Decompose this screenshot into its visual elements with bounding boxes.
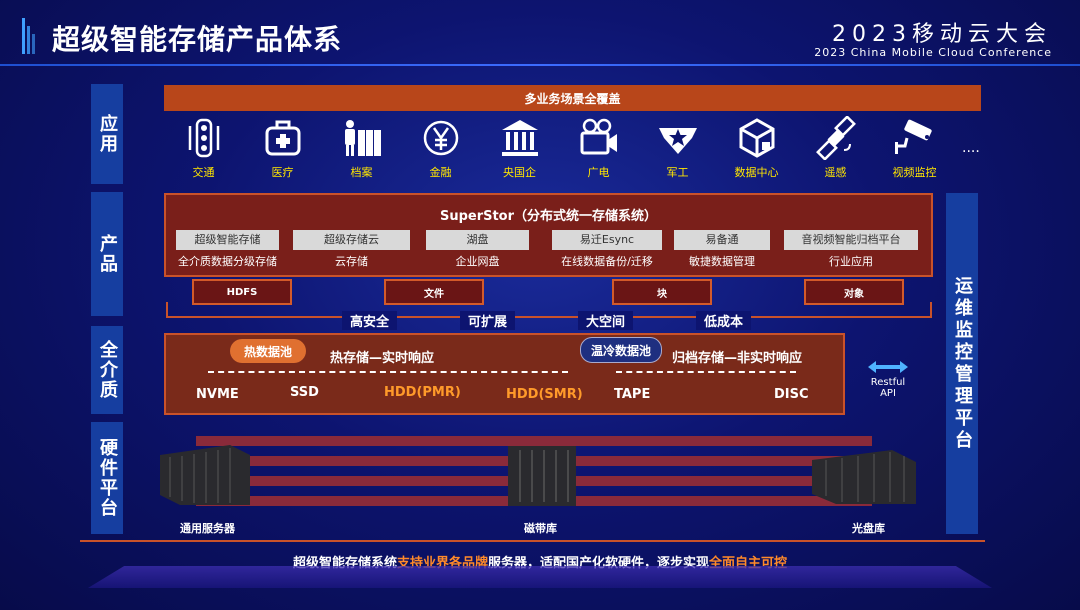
media-box: 热数据池 热存储—实时响应 温冷数据池 归档存储—非实时响应 NVME SSD … bbox=[164, 333, 845, 415]
app-banner: 多业务场景全覆盖 bbox=[164, 85, 981, 111]
product-item: 易备通敏捷数据管理 bbox=[674, 230, 770, 269]
yen-icon bbox=[423, 120, 458, 156]
page-title: 超级智能存储产品体系 bbox=[52, 23, 343, 56]
hw-label-disc: 光盘库 bbox=[852, 522, 885, 535]
restful-api: Restful API bbox=[866, 360, 910, 399]
disc-library-icon bbox=[812, 450, 916, 504]
product-item: 湖盘企业网盘 bbox=[426, 230, 529, 269]
archive-icon bbox=[344, 120, 381, 156]
server-rack-icon bbox=[160, 445, 250, 505]
feature-capacity: 大空间 bbox=[578, 311, 634, 330]
military-badge-icon bbox=[658, 128, 697, 154]
protocol-hdfs: HDFS bbox=[192, 279, 292, 305]
media-nvme: NVME bbox=[196, 387, 239, 402]
hw-label-server: 通用服务器 bbox=[180, 522, 235, 535]
traffic-light-icon bbox=[188, 118, 219, 158]
layer-label-app: 应用 bbox=[91, 84, 123, 184]
cold-tier-line bbox=[616, 371, 796, 373]
product-item: 超级智能存储全介质数据分级存储 bbox=[176, 230, 279, 269]
app-item-surveillance: 视频监控 bbox=[875, 116, 954, 186]
app-item-archive: 档案 bbox=[322, 116, 401, 186]
feature-scalable: 可扩展 bbox=[460, 311, 516, 330]
product-item: 音视频智能归档平台行业应用 bbox=[784, 230, 918, 269]
app-item-remote-sensing: 遥感 bbox=[796, 116, 875, 186]
cctv-icon bbox=[894, 119, 932, 154]
app-item-soe: 央国企 bbox=[480, 116, 559, 186]
more-apps: .... bbox=[962, 140, 980, 156]
product-item: 超级存储云云存储 bbox=[293, 230, 410, 269]
cube-icon bbox=[739, 118, 774, 158]
conference-title: 2023移动云大会 bbox=[832, 22, 1052, 47]
superstor-box: SuperStor（分布式统一存储系统） 超级智能存储全介质数据分级存储 超级存… bbox=[164, 193, 933, 277]
media-ssd: SSD bbox=[290, 385, 319, 400]
footer-divider bbox=[80, 540, 985, 542]
hot-storage-desc: 热存储—实时响应 bbox=[330, 351, 435, 366]
hw-stripe bbox=[196, 436, 872, 446]
base-platform bbox=[88, 566, 992, 588]
title-accent-icon bbox=[22, 18, 35, 54]
hot-tier-line bbox=[208, 371, 568, 373]
app-item-military: 军工 bbox=[638, 116, 717, 186]
hw-label-tape: 磁带库 bbox=[524, 522, 557, 535]
cold-storage-desc: 归档存储—非实时响应 bbox=[672, 351, 803, 366]
header-divider bbox=[0, 64, 1080, 66]
medical-kit-icon bbox=[265, 120, 300, 156]
satellite-icon bbox=[815, 116, 856, 160]
app-item-datacenter: 数据中心 bbox=[717, 116, 796, 186]
app-item-traffic: 交通 bbox=[164, 116, 243, 186]
feature-low-cost: 低成本 bbox=[696, 311, 752, 330]
hot-pool-badge: 热数据池 bbox=[230, 339, 306, 363]
feature-brace bbox=[166, 302, 932, 318]
conference-logo: 2023移动云大会 2023 China Mobile Cloud Confer… bbox=[814, 16, 1052, 59]
app-icon-row: 交通 医疗 档案 金融 央国企 广电 军工 数据中心 遥感 视频监控 bbox=[164, 116, 984, 186]
media-hdd-smr: HDD(SMR) bbox=[506, 387, 583, 402]
layer-label-product: 产品 bbox=[91, 192, 123, 316]
layer-label-media: 全介质 bbox=[91, 326, 123, 414]
ops-platform: 运维监控管理平台 bbox=[946, 193, 978, 534]
double-arrow-icon bbox=[868, 361, 908, 373]
app-item-medical: 医疗 bbox=[243, 116, 322, 186]
tape-library-icon bbox=[508, 446, 576, 506]
app-item-broadcast: 广电 bbox=[559, 116, 638, 186]
protocol-file: 文件 bbox=[384, 279, 484, 305]
media-tape: TAPE bbox=[614, 387, 651, 402]
media-disc: DISC bbox=[774, 387, 809, 402]
superstor-title: SuperStor（分布式统一存储系统） bbox=[439, 209, 658, 224]
government-building-icon bbox=[501, 120, 538, 156]
media-hdd-pmr: HDD(PMR) bbox=[384, 385, 461, 400]
app-item-finance: 金融 bbox=[401, 116, 480, 186]
protocol-object: 对象 bbox=[804, 279, 904, 305]
conference-subtitle: 2023 China Mobile Cloud Conference bbox=[814, 46, 1052, 59]
cold-pool-badge: 温冷数据池 bbox=[580, 337, 662, 363]
layer-label-hardware: 硬件平台 bbox=[91, 422, 123, 534]
feature-security: 高安全 bbox=[342, 311, 398, 330]
protocol-block: 块 bbox=[612, 279, 712, 305]
camera-icon bbox=[580, 118, 617, 155]
